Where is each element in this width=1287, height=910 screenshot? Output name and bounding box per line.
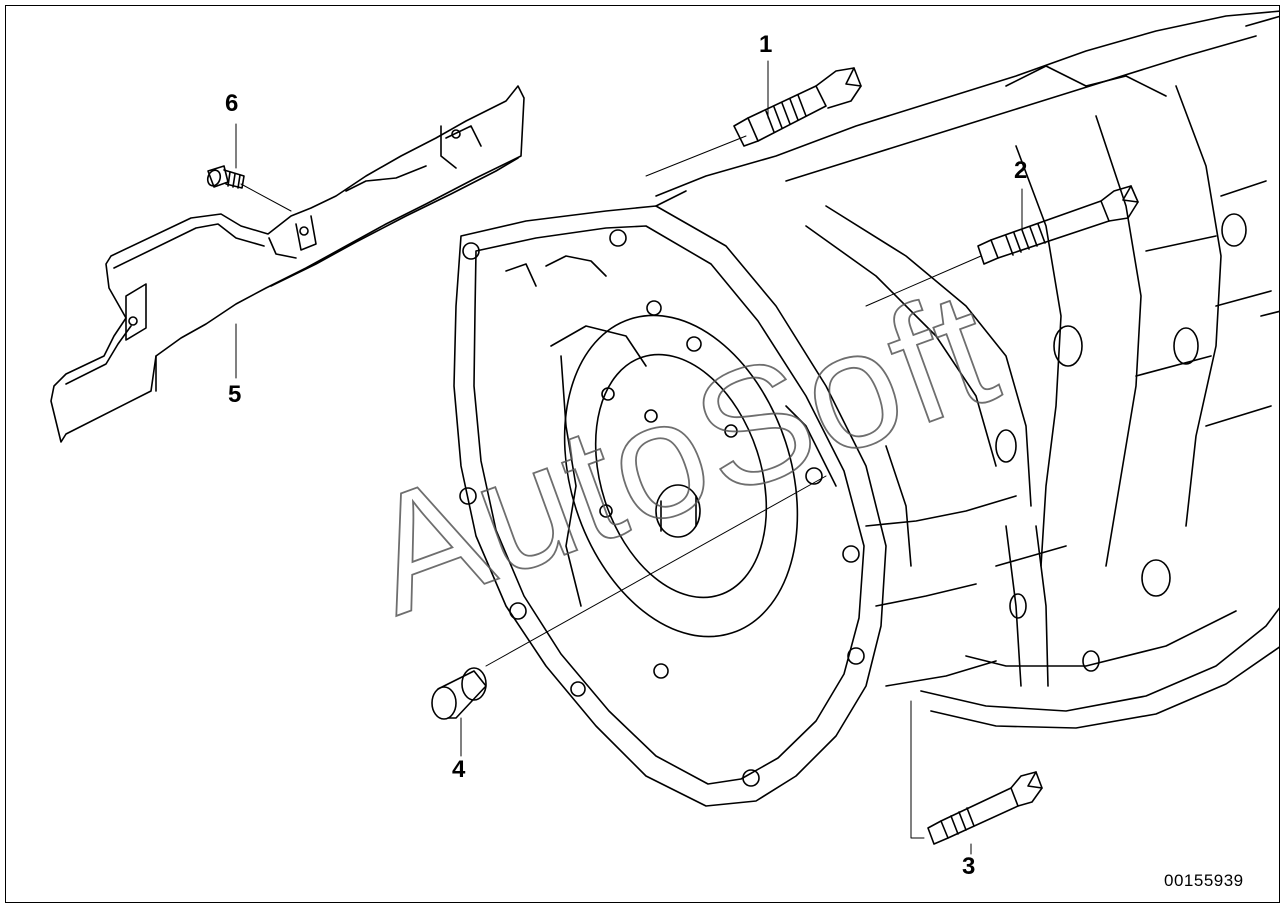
callout-2[interactable]: 2: [1014, 157, 1028, 184]
bolt-6: [206, 165, 245, 189]
bolt-1: [733, 67, 862, 147]
watermark-text: AutoSoft: [345, 254, 1018, 649]
watermark: AutoSoft: [344, 253, 1019, 650]
sleeve-4: [431, 667, 487, 720]
heat-shield: [50, 85, 525, 443]
transmission-housing: [453, 10, 1279, 807]
bolt-3: [927, 771, 1043, 845]
callout-3[interactable]: 3: [962, 853, 976, 880]
callout-5[interactable]: 5: [228, 381, 242, 408]
bolt-2: [977, 185, 1139, 265]
diagram-frame: AutoSoft 1 2 3 4 5 6 00155939: [5, 5, 1280, 903]
parts-diagram: AutoSoft: [50, 10, 1279, 855]
leader-lines: [235, 60, 1023, 855]
drawing-number: 00155939: [1164, 871, 1244, 890]
callout-6[interactable]: 6: [225, 90, 239, 117]
callout-1[interactable]: 1: [759, 31, 773, 58]
callout-4[interactable]: 4: [452, 756, 466, 783]
